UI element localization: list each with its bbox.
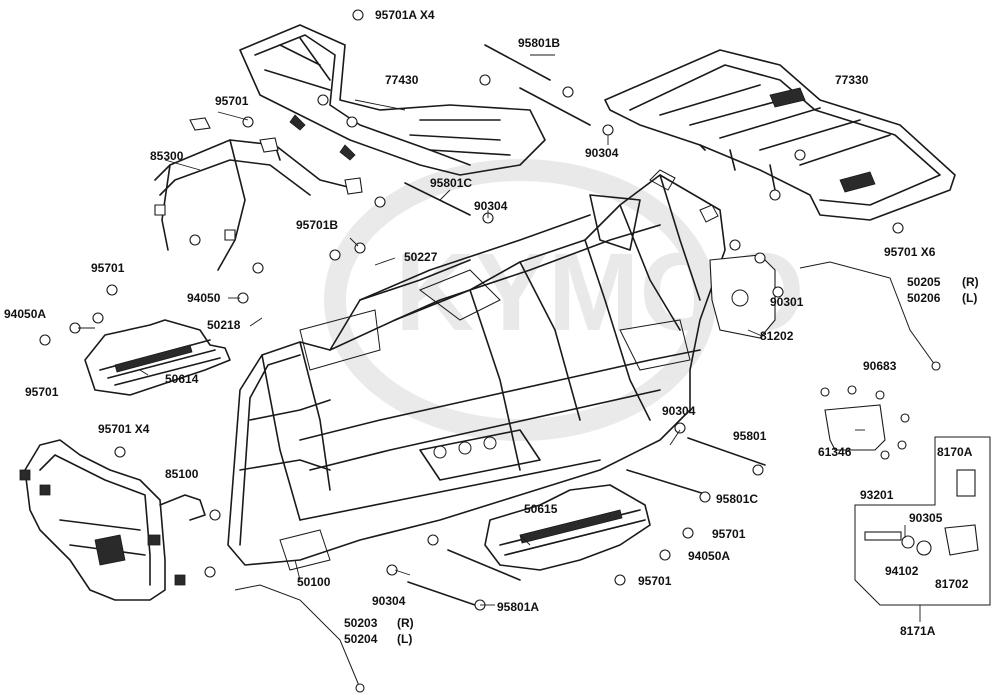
label-95801: 95801 — [733, 429, 767, 443]
label-94050A-left: 94050A — [4, 307, 47, 321]
label-50614: 50614 — [165, 372, 199, 386]
label-50205-side: (R) — [962, 275, 979, 289]
label-95701B: 95701B — [296, 218, 339, 232]
label-95701-right: 95701 — [712, 527, 746, 541]
main-frame — [227, 169, 726, 571]
right-footrest — [484, 484, 651, 571]
label-90304-top: 90304 — [585, 146, 619, 160]
label-50204: 50204 — [344, 632, 378, 646]
label-8170A: 8170A — [937, 445, 973, 459]
label-95701-left: 95701 — [91, 261, 125, 275]
label-50206: 50206 — [907, 291, 941, 305]
label-50218: 50218 — [207, 318, 241, 332]
label-61346: 61346 — [818, 445, 852, 459]
label-8171A: 8171A — [900, 624, 936, 638]
label-95701-x6: 95701 X6 — [884, 245, 936, 259]
label-95701-top: 95701 — [215, 94, 249, 108]
label-90304-right: 90304 — [662, 404, 696, 418]
fasteners — [39, 9, 910, 611]
label-95801B: 95801B — [518, 36, 561, 50]
front-bracket-85300 — [154, 117, 363, 271]
label-95701-lower-left: 95701 — [25, 385, 59, 399]
label-50203: 50203 — [344, 616, 378, 630]
front-rack — [239, 24, 546, 176]
label-81202: 81202 — [760, 329, 794, 343]
label-95801C-right: 95801C — [716, 492, 759, 506]
front-bumper — [19, 439, 206, 601]
label-77330: 77330 — [835, 73, 869, 87]
label-95701-x4: 95701 X4 — [98, 422, 150, 436]
label-95801A: 95801A — [497, 600, 540, 614]
label-94050: 94050 — [187, 291, 221, 305]
label-50205: 50205 — [907, 275, 941, 289]
label-85100: 85100 — [165, 467, 199, 481]
rear-rack — [604, 49, 956, 221]
label-77430: 77430 — [385, 73, 419, 87]
skid-plate-81202 — [709, 254, 776, 339]
label-50203-side: (R) — [397, 616, 414, 630]
label-94102: 94102 — [885, 564, 919, 578]
label-95701-bottom: 95701 — [638, 574, 672, 588]
label-90301: 90301 — [770, 295, 804, 309]
cables — [234, 261, 941, 693]
label-94050A-right: 94050A — [688, 549, 731, 563]
label-50227: 50227 — [404, 250, 438, 264]
label-90304-mid: 90304 — [474, 199, 508, 213]
bracket-61346 — [824, 404, 886, 451]
left-footrest — [84, 319, 231, 396]
hitch-assembly-box — [854, 436, 991, 622]
label-50204-side: (L) — [397, 632, 413, 646]
label-93201: 93201 — [860, 488, 894, 502]
long-bolts — [404, 44, 766, 606]
label-90305: 90305 — [909, 511, 943, 525]
label-50206-side: (L) — [962, 291, 978, 305]
label-90683: 90683 — [863, 359, 897, 373]
label-95701A-x4: 95701A X4 — [375, 8, 435, 22]
label-85300: 85300 — [150, 149, 184, 163]
label-50100: 50100 — [297, 575, 331, 589]
label-50615: 50615 — [524, 502, 558, 516]
label-95801C-top: 95801C — [430, 176, 473, 190]
label-90304-bottom: 90304 — [372, 594, 406, 608]
leader-lines — [78, 54, 906, 606]
label-81702: 81702 — [935, 577, 969, 591]
